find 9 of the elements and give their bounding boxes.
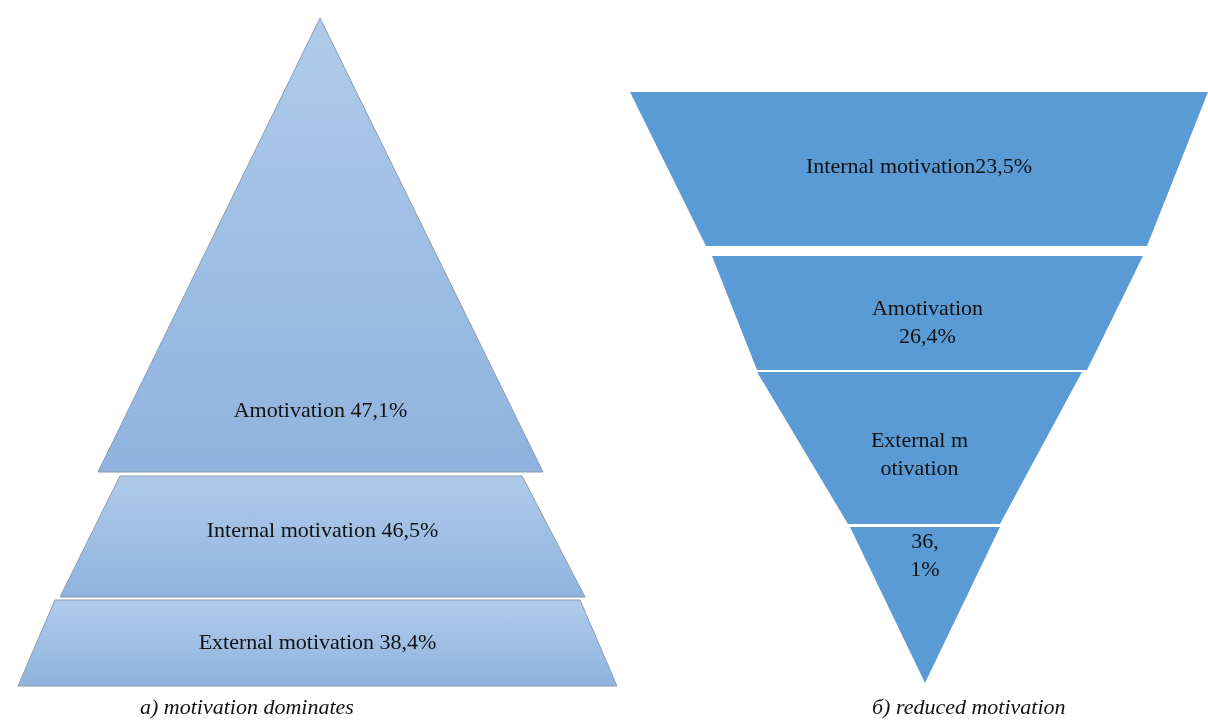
segment-label: 36,1% — [909, 527, 941, 583]
caption: б) reduced motivation — [872, 694, 1066, 720]
segment-label: Internal motivation23,5% — [804, 152, 1034, 180]
segment-label: External motivation — [869, 426, 970, 482]
segment-label: Internal motivation 46,5% — [205, 516, 440, 544]
caption: a) motivation dominates — [140, 694, 354, 720]
segment-label: Amotivation 47,1% — [232, 396, 409, 424]
segment-label: Amotivation 26,4% — [870, 294, 985, 350]
segment-label: External motivation 38,4% — [197, 628, 438, 656]
